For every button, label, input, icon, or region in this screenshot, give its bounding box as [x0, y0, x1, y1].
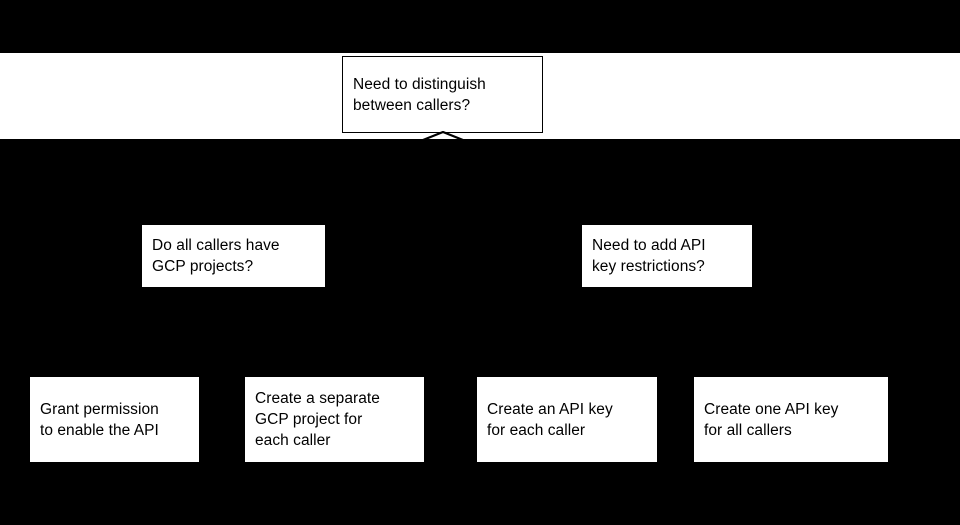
node-decision-gcp-projects-label: Do all callers have GCP projects? — [152, 237, 280, 275]
node-outcome-api-key-each-caller[interactable]: Create an API key for each caller — [477, 377, 657, 462]
node-decision-gcp-projects[interactable]: Do all callers have GCP projects? — [142, 225, 325, 287]
node-decision-api-key-restrictions-label: Need to add API key restrictions? — [592, 237, 706, 275]
node-root-distinguish-callers[interactable]: Need to distinguish between callers? — [342, 56, 543, 133]
node-root-label: Need to distinguish between callers? — [353, 75, 486, 114]
node-decision-api-key-restrictions[interactable]: Need to add API key restrictions? — [582, 225, 752, 287]
node-outcome-one-api-key-all-callers[interactable]: Create one API key for all callers — [694, 377, 888, 462]
node-outcome-separate-gcp-project-label: Create a separate GCP project for each c… — [255, 390, 380, 449]
root-down-arrow-icon — [417, 131, 469, 143]
node-outcome-grant-permission-label: Grant permission to enable the API — [40, 400, 159, 439]
node-outcome-separate-gcp-project[interactable]: Create a separate GCP project for each c… — [245, 377, 424, 462]
node-outcome-grant-permission[interactable]: Grant permission to enable the API — [30, 377, 199, 462]
node-outcome-one-api-key-all-callers-label: Create one API key for all callers — [704, 400, 839, 439]
node-outcome-api-key-each-caller-label: Create an API key for each caller — [487, 400, 613, 439]
